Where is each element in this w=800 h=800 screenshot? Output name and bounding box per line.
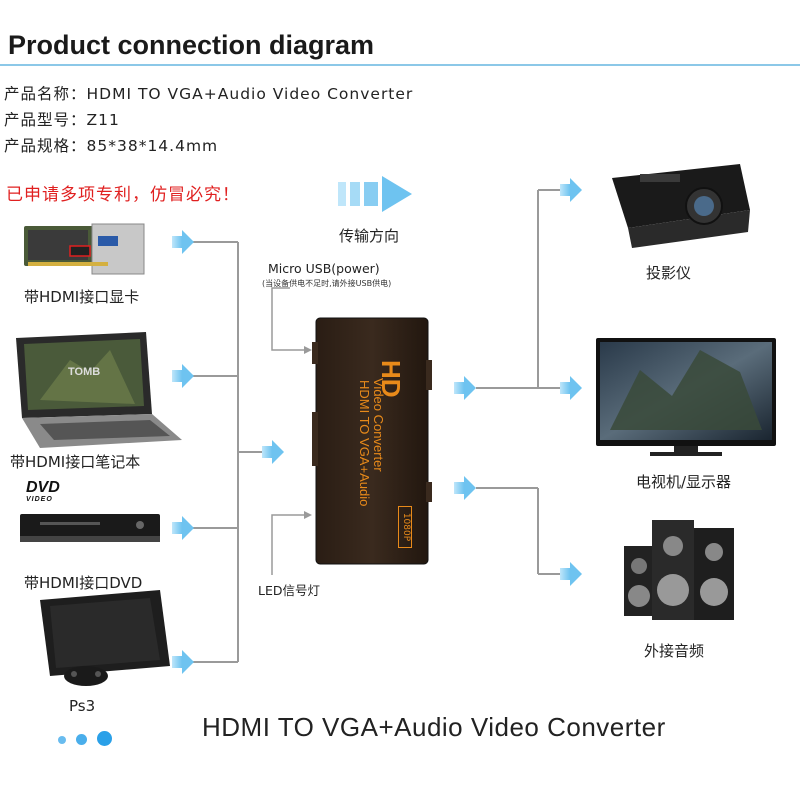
input-arrow-2 — [172, 364, 194, 388]
micro-usb-label: Micro USB(power) — [268, 261, 380, 276]
page-title: Product connection diagram — [8, 30, 375, 60]
laptop-screen-text: TOMB — [68, 366, 101, 378]
dvd-logo: DVD VIDEO — [26, 480, 60, 504]
input-label-ps3: Ps3 — [69, 697, 96, 715]
device-line1: Video Converter — [371, 378, 386, 472]
dvd-player-image — [20, 514, 160, 542]
output-arrow-converter-1 — [454, 376, 476, 400]
output-label-tv: 电视机/显示器 — [636, 473, 732, 491]
direction-arrow — [338, 176, 412, 212]
pager-dot-3 — [97, 731, 112, 746]
converter-input-arrow — [262, 440, 284, 464]
dvd-logo-bottom: VIDEO — [26, 496, 53, 503]
product-name: 产品名称：HDMI TO VGA+Audio Video Converter — [4, 85, 414, 103]
converter-device — [312, 317, 432, 565]
product-size: 产品规格：85*38*14.4mm — [4, 137, 219, 155]
output-bus — [476, 189, 560, 575]
output-arrow-tv — [560, 376, 582, 400]
patent-notice: 已申请多项专利，仿冒必究！ — [6, 185, 240, 205]
output-label-speakers: 外接音频 — [644, 642, 705, 660]
pager-dot-1 — [58, 736, 66, 744]
device-line2: HDMI TO VGA+Audio — [357, 380, 372, 507]
output-arrow-projector — [560, 178, 582, 202]
input-arrow-1 — [172, 230, 194, 254]
micro-usb-note: (当设备供电不足时,请外接USB供电) — [262, 279, 392, 288]
direction-label: 传输方向 — [339, 227, 400, 245]
led-label: LED信号灯 — [258, 583, 320, 598]
pager-dot-2 — [76, 734, 87, 745]
input-label-graphics-card: 带HDMI接口显卡 — [24, 288, 140, 306]
product-model: 产品型号：Z11 — [4, 111, 120, 129]
callout-lines — [271, 287, 312, 575]
input-label-dvd: 带HDMI接口DVD — [24, 574, 143, 592]
graphics-card-image — [24, 223, 145, 275]
input-bus — [192, 241, 262, 663]
device-badge: 1080P — [398, 506, 412, 548]
output-arrow-converter-2 — [454, 476, 476, 500]
input-arrow-4 — [172, 650, 194, 674]
ps3-image — [40, 590, 170, 686]
output-label-projector: 投影仪 — [646, 264, 692, 282]
title-underline — [0, 64, 800, 66]
laptop-image — [16, 332, 182, 448]
input-arrow-3 — [172, 516, 194, 540]
dvd-logo-top: DVD — [26, 479, 60, 496]
input-label-laptop: 带HDMI接口笔记本 — [10, 453, 141, 471]
footer-title: HDMI TO VGA+Audio Video Converter — [202, 712, 666, 742]
projector-image — [612, 164, 750, 248]
output-arrow-speakers — [560, 562, 582, 586]
speakers-image — [624, 520, 734, 620]
tv-image — [596, 338, 776, 456]
